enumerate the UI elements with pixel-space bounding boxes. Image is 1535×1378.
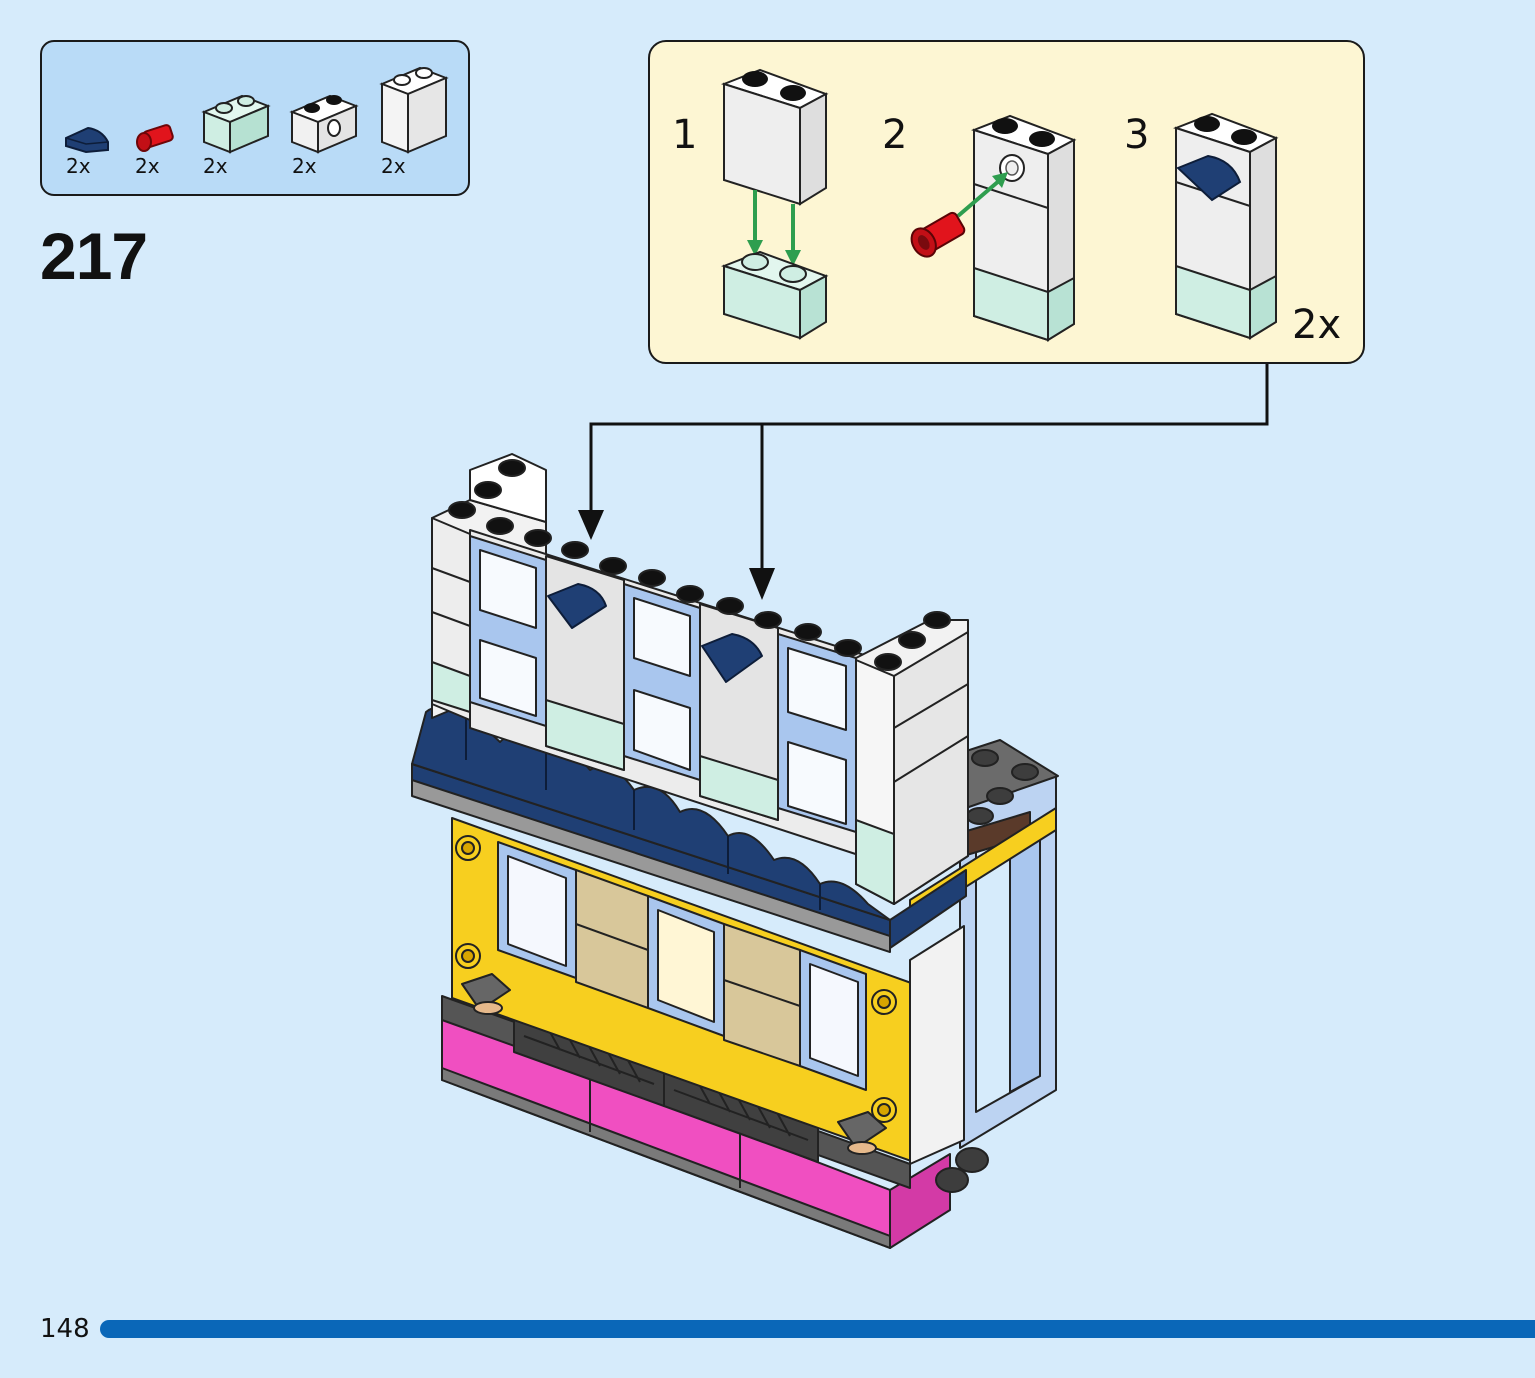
- placement-arrow: [578, 510, 604, 540]
- callout-connector: [589, 364, 1269, 572]
- sub-step-3-illustration: [1173, 112, 1279, 340]
- red-pin-icon: [132, 120, 178, 156]
- part-count: 2x: [66, 154, 91, 178]
- sub-step-1-illustration: [720, 68, 829, 340]
- sub-step-number: 2: [882, 112, 908, 158]
- dark-blue-curved-slope-icon: [62, 120, 112, 156]
- placement-arrow: [749, 568, 775, 600]
- white-technic-brick-1x2-icon: [288, 88, 360, 154]
- page-progress-bar: [100, 1320, 1535, 1338]
- step-number: 217: [40, 219, 148, 293]
- part-count: 2x: [381, 154, 406, 178]
- part-count: 2x: [203, 154, 228, 178]
- page-number: 148: [40, 1314, 90, 1344]
- white-brick-1x2x2-icon: [378, 62, 450, 156]
- part-count: 2x: [135, 154, 160, 178]
- light-aqua-brick-1x2-icon: [200, 90, 272, 156]
- sub-step-number: 3: [1124, 112, 1150, 158]
- sub-step-2-illustration: [910, 114, 1077, 342]
- sub-step-number: 1: [672, 112, 698, 158]
- main-model: [411, 453, 1059, 1249]
- multiplier-label: 2x: [1292, 302, 1342, 348]
- part-count: 2x: [292, 154, 317, 178]
